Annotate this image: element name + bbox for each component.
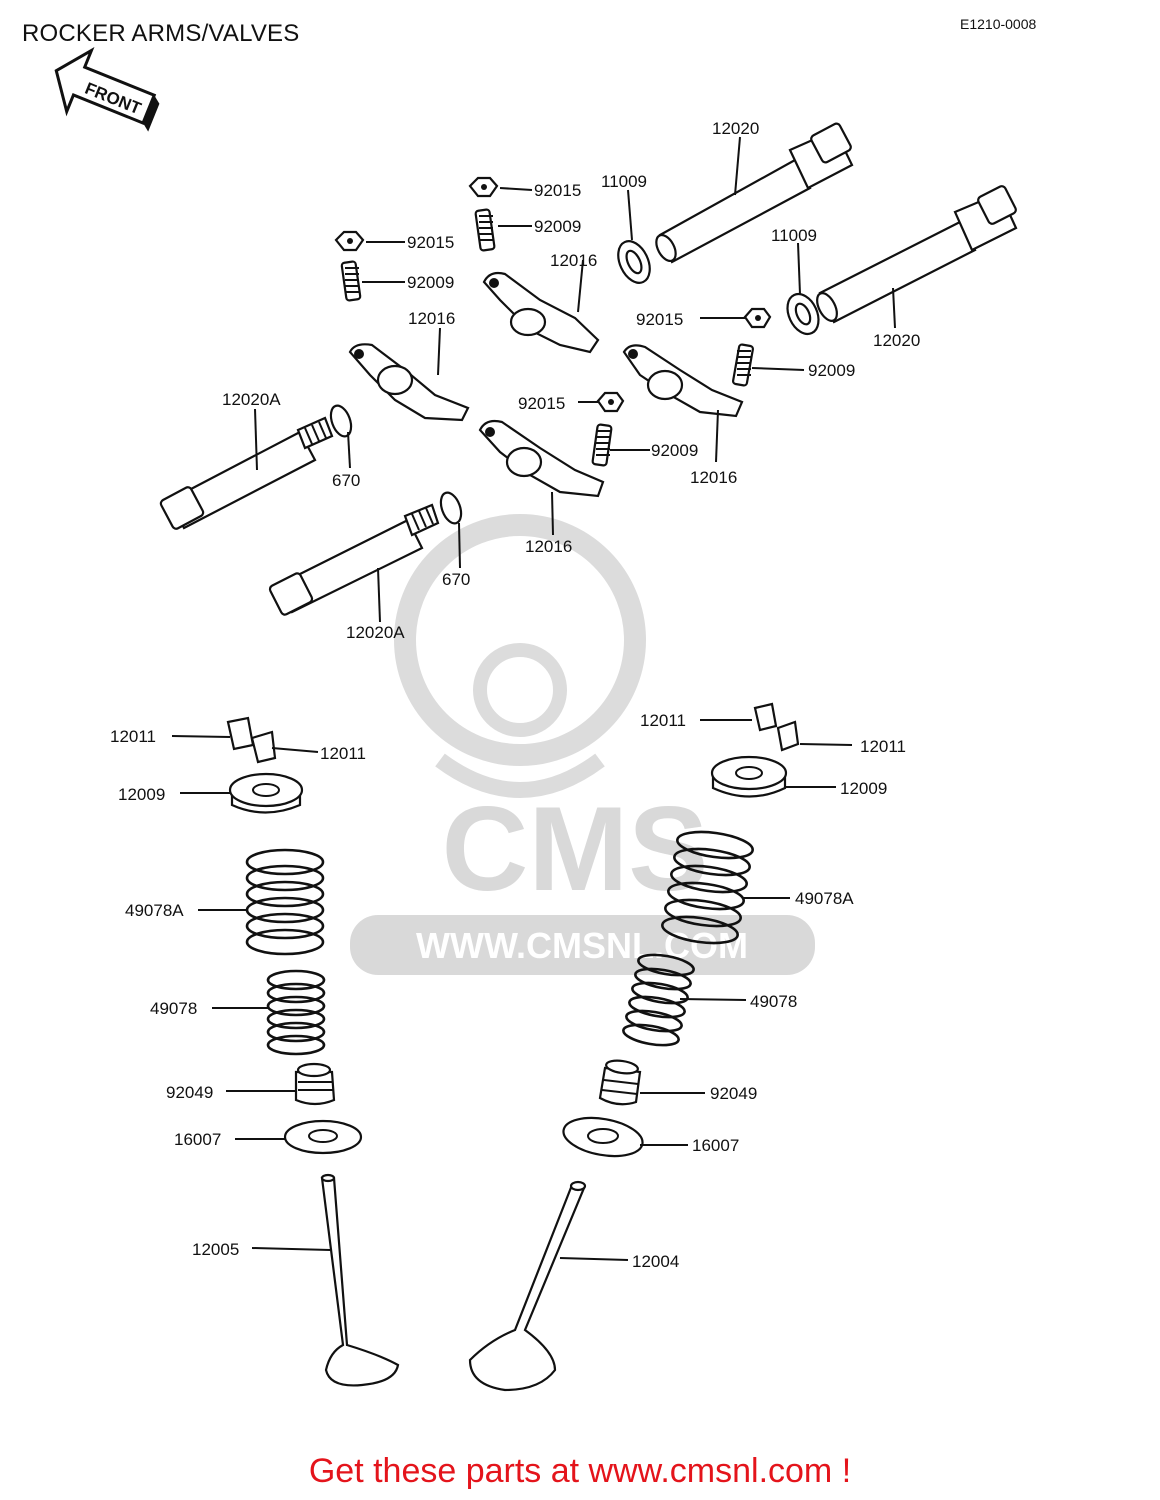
page-title: ROCKER ARMS/VALVES: [22, 20, 300, 47]
rocker-shaft-left-bottom: [268, 503, 440, 616]
outer-spring-left: [245, 848, 325, 956]
washer-right-bottom: [786, 292, 820, 336]
stem-seal-right: [598, 1059, 642, 1106]
nut-center: [596, 391, 625, 413]
label-92009-top-left: 92009: [407, 273, 454, 292]
oring-top: [329, 404, 353, 438]
screw-right: [732, 343, 754, 387]
nut-top-center: [468, 176, 499, 198]
screw-top-left: [340, 260, 362, 302]
front-arrow: FRONT: [54, 46, 160, 132]
rocker-shaft-right-bottom: [816, 185, 1018, 324]
watermark-mascot-eye: [473, 643, 567, 737]
watermark-brand: CMS: [442, 782, 709, 916]
spring-seat-left: [283, 1119, 363, 1155]
label-12020-top: 12020: [712, 119, 759, 138]
label-12020-bottom: 12020: [873, 331, 920, 350]
washer-right-top: [617, 240, 651, 284]
label-49078A-left: 49078A: [125, 901, 184, 920]
nut-top-left: [334, 230, 365, 252]
rocker-arm-bottom: [478, 419, 605, 498]
cotter-left: [226, 716, 277, 764]
label-12009-left: 12009: [118, 785, 165, 804]
rocker-shaft-right-top: [655, 122, 854, 264]
rocker-arm-left: [348, 343, 470, 422]
label-92049-left: 92049: [166, 1083, 213, 1102]
label-12016-bottom: 12016: [525, 537, 572, 556]
label-16007-right: 16007: [692, 1136, 739, 1155]
label-16007-left: 16007: [174, 1130, 221, 1149]
diagram-code: E1210-0008: [960, 16, 1037, 32]
label-12011-left-b: 12011: [320, 744, 366, 763]
nut-right: [743, 307, 772, 329]
oring-bottom: [439, 491, 463, 525]
promo-link[interactable]: Get these parts at www.cmsnl.com !: [308, 1452, 852, 1490]
label-12016-left: 12016: [408, 309, 455, 328]
outer-spring-right: [661, 830, 754, 945]
label-92009-top-center: 92009: [534, 217, 581, 236]
retainer-left: [228, 772, 304, 814]
rocker-arm-top-center: [482, 271, 600, 354]
leader-lines: [171, 136, 896, 1261]
label-12016-top-center: 12016: [550, 251, 597, 270]
watermark-url-band: [350, 915, 815, 975]
valve-left: [320, 1173, 400, 1387]
watermark-url: WWW.CMSNL.COM: [416, 925, 748, 966]
label-12005: 12005: [192, 1240, 239, 1259]
valve-right: [468, 1180, 587, 1392]
label-12020A-top: 12020A: [222, 390, 281, 409]
inner-spring-right: [622, 953, 695, 1047]
label-92009-right: 92009: [808, 361, 855, 380]
watermark-mascot-head: [394, 514, 646, 766]
label-92049-right: 92049: [710, 1084, 757, 1103]
label-12011-left-a: 12011: [110, 727, 156, 746]
rocker-shaft-left-top: [159, 416, 334, 530]
label-92009-center: 92009: [651, 441, 698, 460]
label-49078A-right: 49078A: [795, 889, 854, 908]
watermark-mascot-mouth: [435, 753, 605, 798]
label-11009-top: 11009: [601, 172, 647, 191]
label-92015-center: 92015: [518, 394, 565, 413]
retainer-right: [710, 755, 788, 798]
label-12016-right: 12016: [690, 468, 737, 487]
cotter-right: [753, 702, 800, 752]
label-12011-right-b: 12011: [860, 737, 906, 756]
label-49078-right: 49078: [750, 992, 797, 1011]
label-670-top: 670: [332, 471, 360, 490]
label-12020A-bottom: 12020A: [346, 623, 405, 642]
label-92015-right: 92015: [636, 310, 683, 329]
spring-seat-right: [562, 1116, 644, 1158]
rocker-arm-right: [622, 344, 744, 418]
screw-center: [591, 423, 613, 467]
label-12009-right: 12009: [840, 779, 887, 798]
front-arrow-icon: [54, 46, 157, 125]
watermark: CMS WWW.CMSNL.COM: [350, 514, 815, 975]
label-670-bottom: 670: [442, 570, 470, 589]
inner-spring-left: [266, 969, 326, 1056]
label-11009-bottom: 11009: [771, 226, 817, 245]
label-12011-right-a: 12011: [640, 711, 686, 730]
part-labels: 12020 12020 11009 11009 92015 92015 9201…: [110, 119, 920, 1271]
label-92015-top-left: 92015: [407, 233, 454, 252]
screw-top-center: [474, 208, 496, 252]
front-arrow-shadow: [142, 95, 160, 132]
label-49078-left: 49078: [150, 999, 197, 1018]
label-12004: 12004: [632, 1252, 679, 1271]
label-92015-top-center: 92015: [534, 181, 581, 200]
stem-seal-left: [294, 1062, 336, 1106]
